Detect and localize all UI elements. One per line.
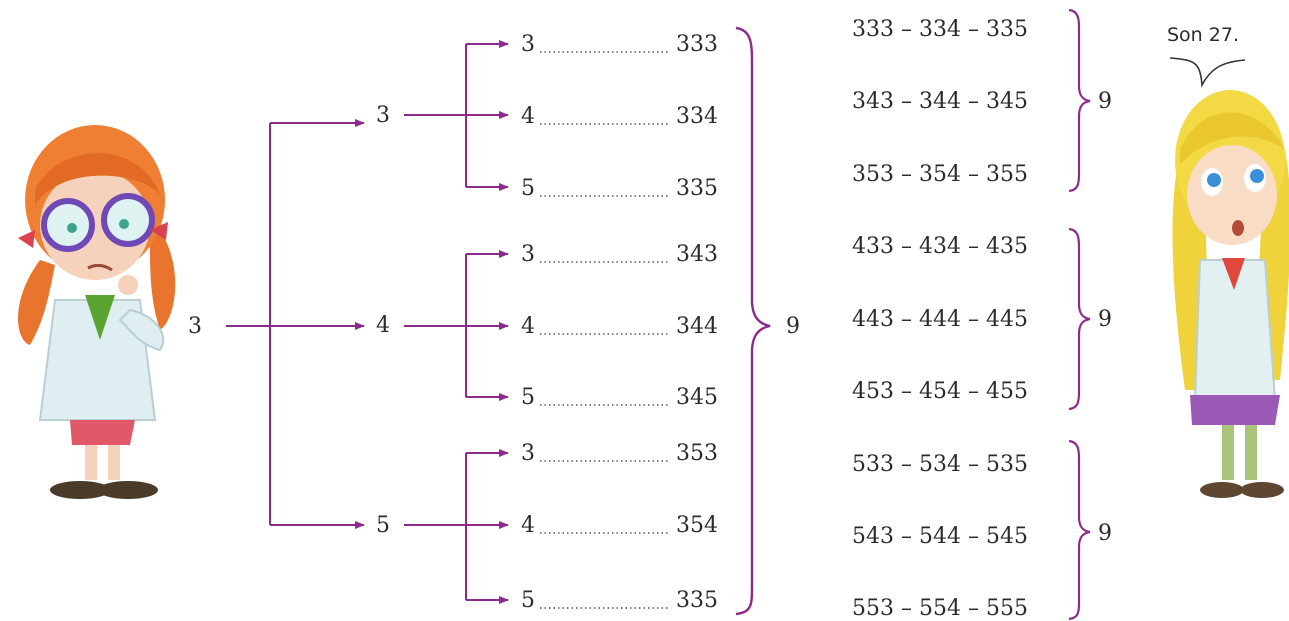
level2-digit: 5 <box>376 513 390 538</box>
number-groups: 333 – 334 – 335 343 – 344 – 345 353 – 35… <box>852 17 1028 621</box>
girl-with-glasses-illustration <box>18 125 176 499</box>
level2-digit: 4 <box>376 313 390 338</box>
leaf-row: 3 353 <box>521 441 718 466</box>
group-row: 433 – 434 – 435 <box>852 234 1028 259</box>
group-total: 9 <box>1098 307 1112 332</box>
leaf-number: 343 <box>676 242 718 267</box>
leaf-digit: 3 <box>521 441 535 466</box>
leaf-row: 4 354 <box>521 513 718 538</box>
group-row: 343 – 344 – 345 <box>852 89 1028 114</box>
leaf-number: 344 <box>676 314 718 339</box>
leaf-digit: 4 <box>521 104 535 129</box>
leaf-number: 333 <box>676 32 718 57</box>
group-brace <box>1068 227 1091 411</box>
leaf-row: 5 345 <box>521 385 718 410</box>
speech-text: Son 27. <box>1167 24 1239 46</box>
leaf-digit: 4 <box>521 513 535 538</box>
group-braces <box>1068 8 1091 621</box>
leaf-row: 4 334 <box>521 104 718 129</box>
group-row: 353 – 354 – 355 <box>852 162 1028 187</box>
leaf-row: 5 335 <box>521 588 718 613</box>
group-brace <box>1068 8 1091 193</box>
leaf-digit: 3 <box>521 32 535 57</box>
leaf-number: 353 <box>676 441 718 466</box>
group-row: 553 – 554 – 555 <box>852 596 1028 621</box>
group-row: 453 – 454 – 455 <box>852 379 1028 404</box>
leaf-number: 354 <box>676 513 718 538</box>
group-row: 543 – 544 – 545 <box>852 524 1028 549</box>
group-row: 443 – 444 – 445 <box>852 307 1028 332</box>
leaf-number: 335 <box>676 588 718 613</box>
leaf-number: 335 <box>676 176 718 201</box>
leaf-digit: 5 <box>521 385 535 410</box>
speech-bubble: Son 27. <box>1167 24 1246 88</box>
group-brace <box>1068 439 1091 621</box>
group-row: 333 – 334 – 335 <box>852 17 1028 42</box>
tree-brace <box>735 26 771 616</box>
group-row: 533 – 534 – 535 <box>852 452 1028 477</box>
leaf-number: 345 <box>676 385 718 410</box>
leaf-row: 3 343 <box>521 242 718 267</box>
leaf-digit: 5 <box>521 176 535 201</box>
tree-connectors <box>226 40 509 604</box>
level2-digit: 3 <box>376 103 390 128</box>
root-digit: 3 <box>188 314 202 339</box>
group-total: 9 <box>1098 89 1112 114</box>
leaf-row: 4 344 <box>521 314 718 339</box>
blonde-girl-illustration <box>1172 90 1289 498</box>
leaf-row: 5 335 <box>521 176 718 201</box>
leaf-digit: 3 <box>521 242 535 267</box>
group-total: 9 <box>1098 521 1112 546</box>
leaf-digit: 5 <box>521 588 535 613</box>
tree-total: 9 <box>786 314 800 339</box>
leaf-digit: 4 <box>521 314 535 339</box>
leaf-number: 334 <box>676 104 718 129</box>
